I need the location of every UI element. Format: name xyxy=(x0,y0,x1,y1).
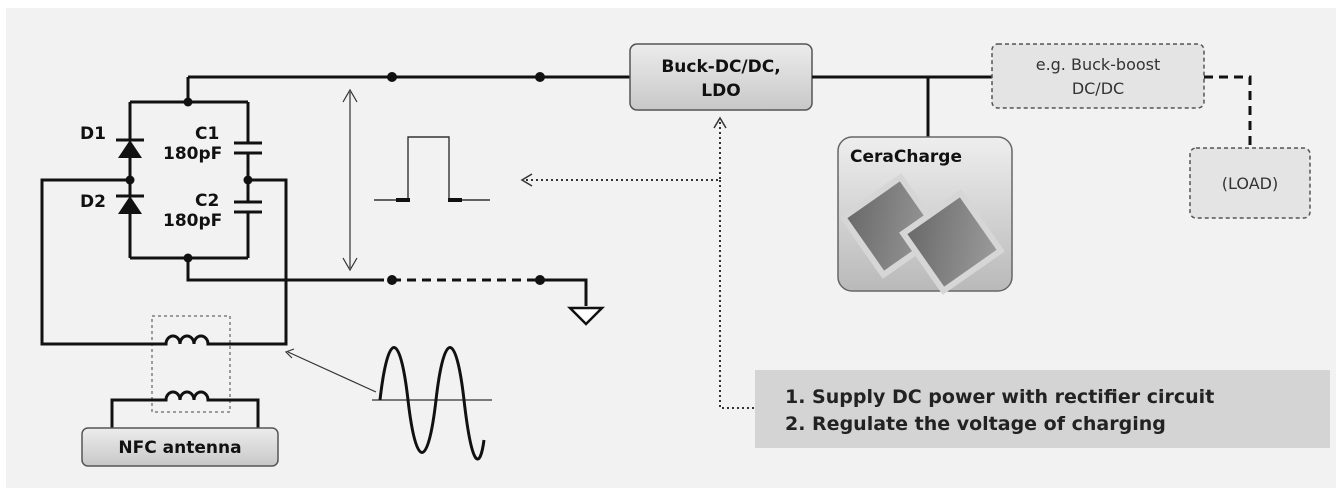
note-item-1: 1. Supply DC power with rectifier circui… xyxy=(785,386,1215,408)
d1-label: D1 xyxy=(80,124,106,144)
note-dotted-path xyxy=(719,180,755,409)
c2-value-label: 180pF xyxy=(163,211,222,231)
c1-value-label: 180pF xyxy=(163,144,222,164)
load-dashed-link xyxy=(1204,75,1252,148)
terminal-node xyxy=(387,72,397,82)
rectifier-bridge: D1 D2 C1 180pF C2 180pF xyxy=(40,75,630,346)
regulator-label-line1: Buck-DC/DC, xyxy=(661,57,780,77)
capacitor-c1-symbol xyxy=(234,141,262,155)
c2-label: C2 xyxy=(195,191,219,211)
pulse-waveform xyxy=(374,136,490,201)
diode-d2-symbol xyxy=(116,194,144,214)
load-label: (LOAD) xyxy=(1222,174,1278,193)
terminal-node xyxy=(387,275,397,285)
function-note-box: 1. Supply DC power with rectifier circui… xyxy=(755,370,1330,448)
secondary-coil xyxy=(150,334,230,346)
pulse-dotted-path xyxy=(526,122,721,181)
ground-symbol xyxy=(566,306,606,326)
voltage-arrow xyxy=(342,88,358,272)
regulator-dotted-arrowhead xyxy=(713,116,727,129)
right-coil-wire xyxy=(230,178,288,346)
bottom-rail-wire xyxy=(186,258,384,282)
coupling-coils xyxy=(110,315,260,428)
nfc-antenna-label: NFC antenna xyxy=(118,438,241,458)
sine-pointer-arrowhead xyxy=(284,348,295,359)
left-coil-wire xyxy=(40,178,150,346)
buckboost-label-line2: DC/DC xyxy=(1072,79,1124,98)
primary-coil xyxy=(110,390,260,428)
nfc-antenna-block: NFC antenna xyxy=(81,427,279,467)
junction-node xyxy=(183,97,193,107)
c1-label: C1 xyxy=(195,124,219,144)
ceracharge-label: CeraCharge xyxy=(850,147,962,167)
note-item-2: 2. Regulate the voltage of charging xyxy=(785,413,1166,435)
pulse-dotted-arrowhead xyxy=(520,173,533,187)
sine-waveform xyxy=(378,346,486,461)
buckboost-block: e.g. Buck-boost DC/DC xyxy=(991,43,1205,109)
regulator-block: Buck-DC/DC, LDO xyxy=(629,43,813,111)
diode-d1-symbol xyxy=(116,138,144,158)
ceracharge-block: CeraCharge xyxy=(837,136,1013,295)
ground-wire xyxy=(540,278,588,306)
d2-label: D2 xyxy=(80,192,106,212)
buckboost-label-line1: e.g. Buck-boost xyxy=(1036,55,1161,74)
coupling-frame xyxy=(151,315,231,413)
sine-pointer-line xyxy=(287,351,377,393)
junction-node xyxy=(183,253,193,263)
regulator-label-line2: LDO xyxy=(701,81,740,101)
ceracharge-chip-icon xyxy=(839,173,1005,295)
junction-node xyxy=(243,175,253,185)
capacitor-c2-symbol xyxy=(234,200,262,214)
load-block: (LOAD) xyxy=(1189,147,1311,219)
junction-node xyxy=(125,175,135,185)
